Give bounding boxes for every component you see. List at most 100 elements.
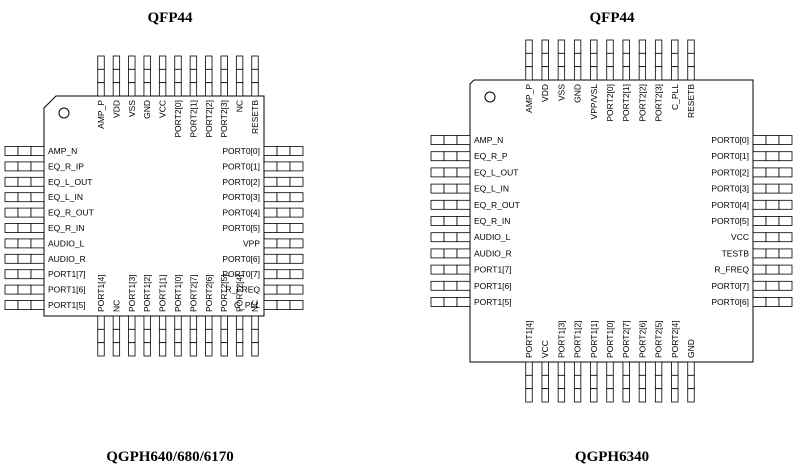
right_chip-right-pin-3-lead [752,167,767,178]
left_chip-bottom-pin-1-lead [97,328,105,344]
right_chip-bottom-pin-10-lead [671,388,679,403]
left_chip-bottom-pin-4-lead [143,315,151,330]
right_chip-left-pin-7-lead [456,232,471,243]
right_chip-bottom-pin-1-lead [525,361,533,376]
left_chip-bottom-pin-2-lead [112,342,121,357]
right_chip-top-pin-6-lead [606,39,614,54]
left_chip-left-pin-4-lead [30,192,45,203]
right_chip-top-pin-10-lead [671,39,679,54]
left_chip-right-pin-1-lead [263,146,278,156]
left_chip-bottom-pin-9-lead [220,315,228,330]
right_chip-top-pin-4-lead [573,66,582,81]
left_chip-right-pin-3-lead [263,176,278,187]
right_chip-top-pin-5-label: VPP/VSL [589,84,599,120]
right_chip-left-pin-4-lead [430,183,445,194]
right_chip-bottom-pin-10-lead [671,374,679,390]
right_chip-right-pin-9-lead [752,264,767,275]
right_chip-bottom-pin-3-lead [557,374,566,390]
chip-right-part-number: QGPH6340 [575,449,649,465]
left_chip-bottom-pin-7-label: PORT2[7] [188,274,198,312]
left_chip-right-pin-5-lead [276,207,291,218]
left_chip-right-pin-7-lead [289,238,304,249]
right_chip-bottom-pin-8-lead [638,388,647,403]
left_chip-right-pin-10-lead [263,284,278,295]
right_chip-top-pin-8-lead [638,66,647,81]
left_chip-bottom-pin-8-lead [205,315,213,330]
right_chip-top-pin-7-lead [622,66,630,81]
right_chip-top-pin-6-lead [606,52,614,68]
right_chip-right-pin-11-lead [765,297,780,307]
left_chip-bottom-pin-3-label: PORT1[3] [127,274,137,312]
right_chip-left-pin-7-label: AUDIO_L [474,232,511,242]
right_chip-top-pin-9-lead [654,66,663,81]
left_chip-left-pin-2-lead [4,161,19,172]
right_chip-top-pin-7-lead [622,52,630,68]
right_chip-bottom-pin-2-lead [541,361,549,376]
left_chip-top-pin-10-lead [235,68,244,84]
left_chip-right-pin-9-lead [276,269,291,280]
right_chip-top-pin-4-lead [573,52,582,68]
left_chip-left-pin-10-label: PORT1[6] [48,285,86,295]
left_chip-top-pin-11-lead [251,68,259,84]
left_chip-top-pin-11-lead [251,82,259,97]
left_chip-left-pin-7-lead [30,238,45,249]
right_chip-right-pin-1-lead [778,135,793,145]
left_chip-bottom-pin-11-lead [251,315,259,330]
right_chip-left-pin-8-lead [430,248,445,259]
left_chip-left-pin-8-lead [17,253,32,264]
left_chip-left-pin-8-lead [30,253,45,264]
left_chip-top-pin-1-lead [97,55,105,70]
left_chip-left-pin-9-lead [4,269,19,280]
left_chip-left-pin-10-lead [30,284,45,295]
right_chip-top-pin-8-lead [638,52,647,68]
right_chip-right-pin-11-label: PORT0[6] [711,297,749,307]
right_chip-bottom-pin-1-label: PORT1[4] [524,320,534,358]
right_chip-bottom-pin-2-lead [541,388,549,403]
right_chip-left-pin-2-label: EQ_R_P [474,151,508,161]
right_chip-right-pin-2-lead [778,151,793,162]
right_chip-right-pin-2-lead [765,151,780,162]
left_chip-right-pin-8-lead [289,253,304,264]
right_chip-left-pin-1-lead [430,135,445,145]
right_chip-bottom-pin-8-lead [638,374,647,390]
left_chip-right-pin-5-lead [289,207,304,218]
left_chip-right-pin-2-lead [263,161,278,172]
left_chip-left-pin-4-lead [17,192,32,203]
right_chip-bottom-pin-5-lead [590,388,598,403]
left_chip-bottom-pin-6-lead [174,315,182,330]
left_chip-bottom-pin-2-label: NC [111,300,121,312]
right_chip-top-pin-2-lead [541,39,549,54]
right_chip-top-pin-5-lead [590,39,598,54]
left_chip-left-pin-10-lead [17,284,32,295]
chip-left-part-number: QGPH640/680/6170 [106,449,234,465]
left_chip-left-pin-9-label: PORT1[7] [48,269,86,279]
right_chip-right-pin-1-lead [752,135,767,145]
left_chip-bottom-pin-11-label: NC [250,300,260,312]
right_chip-left-pin-6-lead [456,216,471,226]
chip-left-package-title: QFP44 [148,10,193,26]
left_chip-right-pin-1-lead [289,146,304,156]
right_chip-left-pin-6-label: EQ_R_IN [474,216,510,226]
right_chip-right-pin-3-lead [778,167,793,178]
right_chip-bottom-pin-4-lead [573,388,582,403]
right_chip-right-pin-7-lead [752,232,767,243]
left_chip-top-pin-7-lead [189,68,198,84]
left_chip-top-pin-2-label: VDD [111,100,121,118]
right_chip-left-pin-11-lead [443,297,458,307]
left_chip-left-pin-3-lead [4,176,19,187]
left_chip-top-pin-3-lead [128,82,136,97]
right_chip-top-pin-7-lead [622,39,630,54]
left_chip-bottom-pin-7-lead [189,328,198,344]
left_chip-top-pin-2-lead [112,82,121,97]
right_chip-bottom-pin-7-lead [622,374,630,390]
right_chip-top-pin-6-lead [606,66,614,81]
left_chip-right-pin-1-lead [276,146,291,156]
left_chip-right-pin-8-label: PORT0[6] [222,254,260,264]
left_chip-bottom-pin-7-lead [189,315,198,330]
right_chip-bottom-pin-6-label: PORT1[0] [605,320,615,358]
right_chip-top-pin-2-lead [541,52,549,68]
chip-right-package-title: QFP44 [590,10,635,26]
left_chip-top-pin-4-lead [143,68,151,84]
right_chip-bottom-pin-6-lead [606,374,614,390]
